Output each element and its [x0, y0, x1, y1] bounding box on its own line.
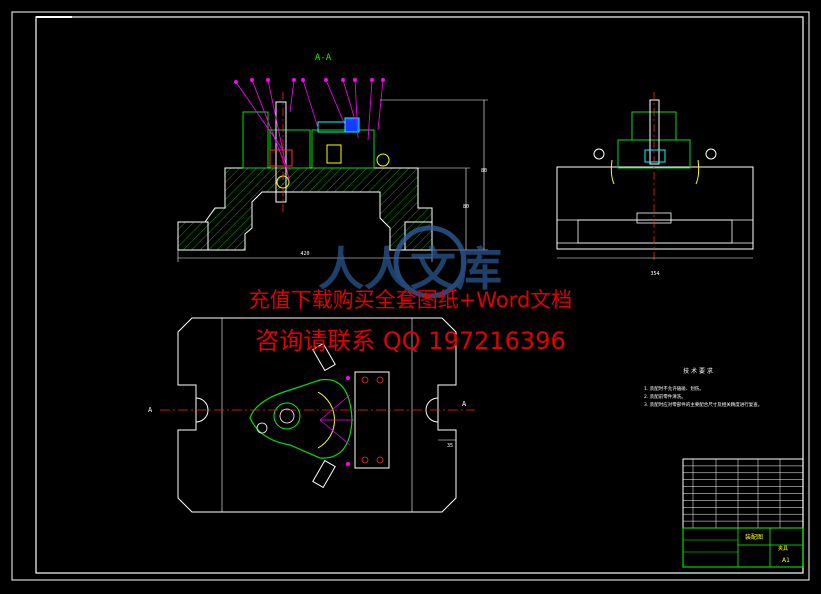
workpiece [249, 378, 353, 459]
top-base-outline [177, 317, 457, 513]
yellow-bolt [326, 144, 342, 164]
base-body [177, 167, 433, 251]
title-drawing-name: 装配图 [745, 533, 763, 541]
section-mark-right: A [462, 400, 467, 408]
side-knob-left [593, 148, 605, 160]
logo-watermark: 人人文库 [318, 225, 502, 299]
pin-right [376, 153, 390, 167]
locating-plate [354, 371, 390, 469]
dim-right-width: 354 [650, 271, 659, 277]
support-block-left-2 [269, 129, 311, 169]
base-foot-left [177, 221, 209, 251]
tech-requirements: 技 术 要 求 1. 装配时不允许磕碰、划伤。 2. 装配前零件清洗。 3. 装… [644, 367, 762, 408]
section-view-a-a: A-A [177, 53, 488, 262]
sheet-border-outer [11, 11, 810, 581]
dim-height-2: 80 [481, 168, 487, 174]
clamp-plate [311, 129, 375, 169]
section-mark-left: A [148, 406, 153, 414]
logo-text: 人人文库 [318, 242, 502, 296]
leader-lines [235, 79, 384, 181]
watermark-line-2: 咨询请联系 QQ 197216396 [255, 327, 566, 355]
support-block-left [242, 111, 269, 169]
clamp-bottom [312, 459, 336, 489]
watermark-line-1: 充值下载购买全套图纸+Word文档 [248, 288, 573, 312]
dim-slot: 35 [447, 443, 453, 449]
tech-title: 技 术 要 求 [683, 367, 713, 375]
tech-item-2: 2. 装配前零件清洗。 [644, 393, 686, 400]
section-label: A-A [315, 53, 332, 63]
screw-nut [269, 149, 293, 167]
side-view: 354 [556, 92, 754, 277]
dim-height-1: 80 [463, 204, 469, 210]
leader-balloons [234, 78, 385, 84]
side-screw [649, 99, 660, 165]
screw-stud [275, 101, 287, 203]
workpiece-bore [273, 402, 301, 430]
sheet-border-inner [35, 16, 804, 574]
bom-table [683, 459, 803, 528]
tech-item-1: 1. 装配时不允许磕碰、划伤。 [644, 385, 704, 392]
title-company: 夹具 [778, 545, 788, 552]
dim-overall-width: 420 [300, 251, 309, 257]
top-view: A A 35 [148, 317, 475, 513]
tech-item-3: 3. 装配时应对零部件的主要配合尺寸及相关精度进行复查。 [644, 401, 762, 408]
title-scale: A1 [782, 557, 790, 564]
clamp-top [312, 342, 336, 372]
side-knob-right [705, 148, 717, 160]
side-base [556, 166, 754, 250]
dimensions-front [177, 99, 488, 262]
title-block: 装配图 夹具 A1 [682, 458, 804, 568]
